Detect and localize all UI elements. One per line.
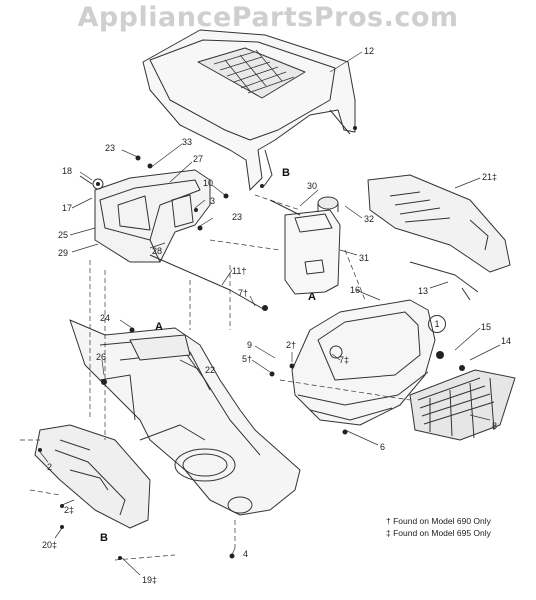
callout-6: 6 xyxy=(380,442,386,452)
callout-3: 3 xyxy=(210,196,216,206)
assembly-guide-lines xyxy=(20,194,411,561)
callout-2-dagger: 2† xyxy=(286,340,297,350)
grille-cover-part xyxy=(367,174,511,273)
callout-7-ddagger: 7‡ xyxy=(339,355,350,365)
hood-part xyxy=(142,29,356,191)
callout-21: 21‡ xyxy=(482,172,498,182)
screw-line xyxy=(461,287,471,301)
callout-2-ddagger: 2‡ xyxy=(64,505,75,515)
callout-8: 8 xyxy=(492,421,498,431)
callout-13: 13 xyxy=(418,286,429,296)
callout-22: 22 xyxy=(205,365,216,375)
callout-27: 27 xyxy=(193,154,204,164)
fuel-tank-part xyxy=(269,196,341,295)
callout-24: 24 xyxy=(100,313,111,323)
callout-leaders xyxy=(39,51,501,576)
callout-19: 19‡ xyxy=(142,575,158,585)
callout-23: 23 xyxy=(105,143,116,153)
callout-31: 31 xyxy=(359,253,370,263)
callout-2: 2 xyxy=(47,462,53,472)
callout-10: 10 xyxy=(203,178,214,188)
callout-29: 29 xyxy=(58,248,69,258)
hardware-dots xyxy=(38,126,465,560)
callout-26: 26 xyxy=(96,352,107,362)
callout-17: 17 xyxy=(62,203,73,213)
callout-9: 9 xyxy=(247,340,253,350)
callout-16: 16 xyxy=(350,285,361,295)
callout-11: 11† xyxy=(232,266,247,276)
callout-30: 30 xyxy=(307,181,318,191)
callout-1-circled: 1 xyxy=(428,315,446,333)
callout-5-dagger: 5† xyxy=(242,354,253,364)
trim-strip-part xyxy=(409,261,479,293)
dash-panel-part xyxy=(79,169,211,263)
callout-4: 4 xyxy=(243,549,249,559)
ref-a-frame: A xyxy=(155,321,163,333)
callout-28: 28 xyxy=(152,246,163,256)
ref-b-top: B xyxy=(282,167,290,179)
callout-20: 20‡ xyxy=(42,540,58,550)
front-skirt-part xyxy=(34,424,151,529)
callout-12: 12 xyxy=(364,46,375,56)
callout-14: 14 xyxy=(501,336,512,346)
front-hood-part xyxy=(291,299,436,426)
callout-32: 32 xyxy=(364,214,375,224)
watermark: AppliancePartsPros.com xyxy=(77,2,459,33)
callout-7-dagger: 7† xyxy=(238,288,249,298)
callout-18: 18 xyxy=(62,166,73,176)
callout-25: 25 xyxy=(58,230,69,240)
callout-33: 33 xyxy=(182,137,193,147)
callout-23b: 23 xyxy=(232,212,243,222)
ref-a-tank: A xyxy=(308,291,316,303)
frame-part xyxy=(69,319,301,516)
ref-b-bottom: B xyxy=(100,532,108,544)
grille-insert-part xyxy=(409,369,516,441)
footnote-ddagger: ‡ Found on Model 695 Only xyxy=(386,528,491,538)
footnote-dagger: † Found on Model 690 Only xyxy=(386,516,491,526)
callout-15: 15 xyxy=(481,322,492,332)
rod-part xyxy=(149,254,266,311)
